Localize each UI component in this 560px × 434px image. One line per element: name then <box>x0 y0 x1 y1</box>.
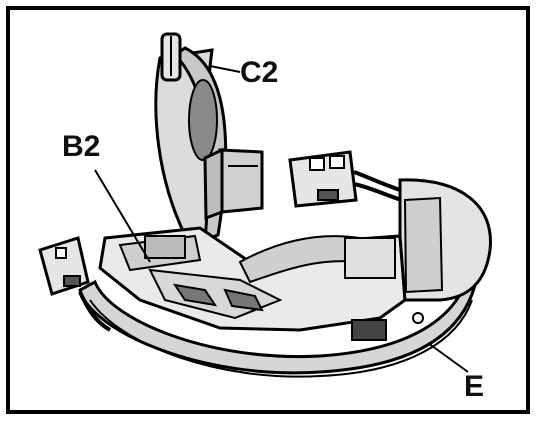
leader-b2 <box>94 169 151 263</box>
base-tray <box>98 226 407 341</box>
right-plug <box>288 150 403 208</box>
left-plug <box>38 236 112 332</box>
label-c2: C2 <box>240 56 278 89</box>
label-e: E <box>464 370 484 403</box>
rotor-disk <box>154 32 228 243</box>
end-cap <box>398 178 492 324</box>
leader-c2 <box>209 65 241 73</box>
central-connector <box>203 147 264 221</box>
label-b2: B2 <box>62 130 100 163</box>
leader-e <box>427 342 469 373</box>
